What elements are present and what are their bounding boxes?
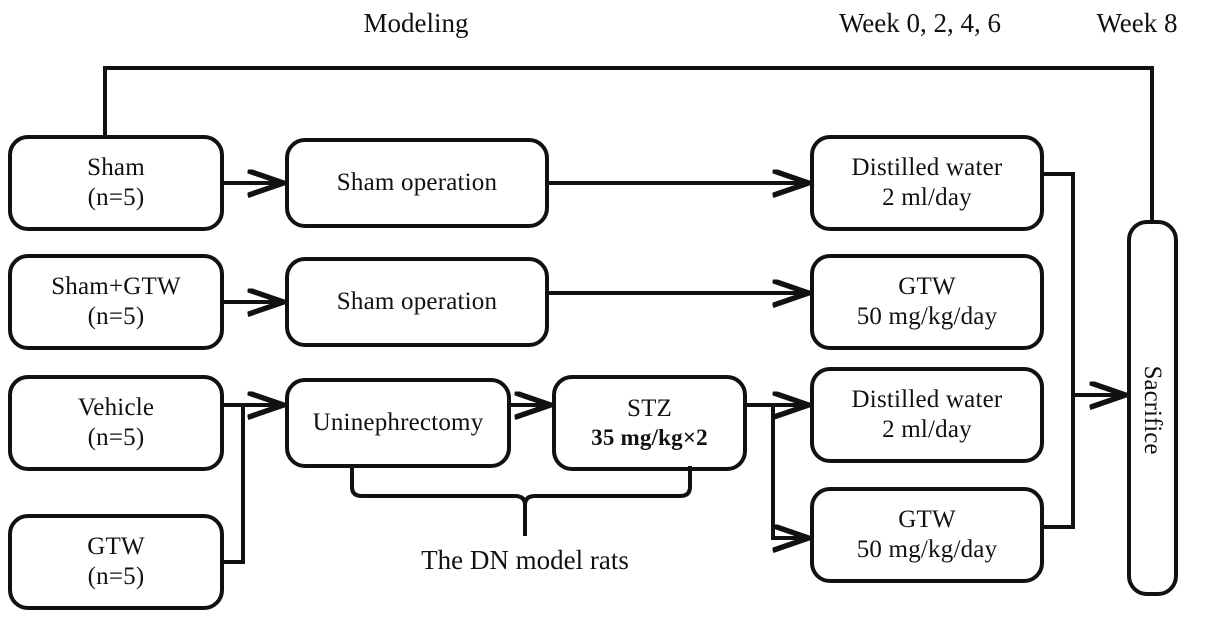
label-sacrifice: Sacrifice xyxy=(1139,365,1166,455)
box-treatment-gtw-1 xyxy=(810,254,1044,350)
header-dosing-weeks: Week 0, 2, 4, 6 xyxy=(838,8,1002,38)
brace-dn-model xyxy=(350,466,692,507)
box-treatment-distilled-water-2 xyxy=(810,367,1044,463)
caption-dn-model-rats: The DN model rats xyxy=(421,545,629,575)
connector-sham-to-sacrifice xyxy=(103,66,1154,222)
box-proc-sham-op-1 xyxy=(285,138,549,228)
connector-gtw-group-merge xyxy=(222,405,245,564)
box-proc-uninephrectomy xyxy=(285,378,511,468)
box-sacrifice xyxy=(1127,220,1178,596)
header-modeling: Modeling xyxy=(363,8,469,38)
connector-treatment4-to-bus xyxy=(1042,395,1075,529)
box-group-gtw xyxy=(8,514,224,610)
connector-treatment1-to-bus xyxy=(1042,172,1075,395)
box-group-vehicle xyxy=(8,375,224,471)
box-proc-stz xyxy=(552,375,747,471)
box-proc-sham-op-2 xyxy=(285,257,549,347)
arrow-stz-to-treatment4 xyxy=(771,405,807,538)
box-group-sham-gtw xyxy=(8,254,224,350)
box-group-sham xyxy=(8,135,224,231)
header-week-8: Week 8 xyxy=(1096,8,1178,38)
box-treatment-gtw-2 xyxy=(810,487,1044,583)
box-treatment-distilled-water-1 xyxy=(810,135,1044,231)
